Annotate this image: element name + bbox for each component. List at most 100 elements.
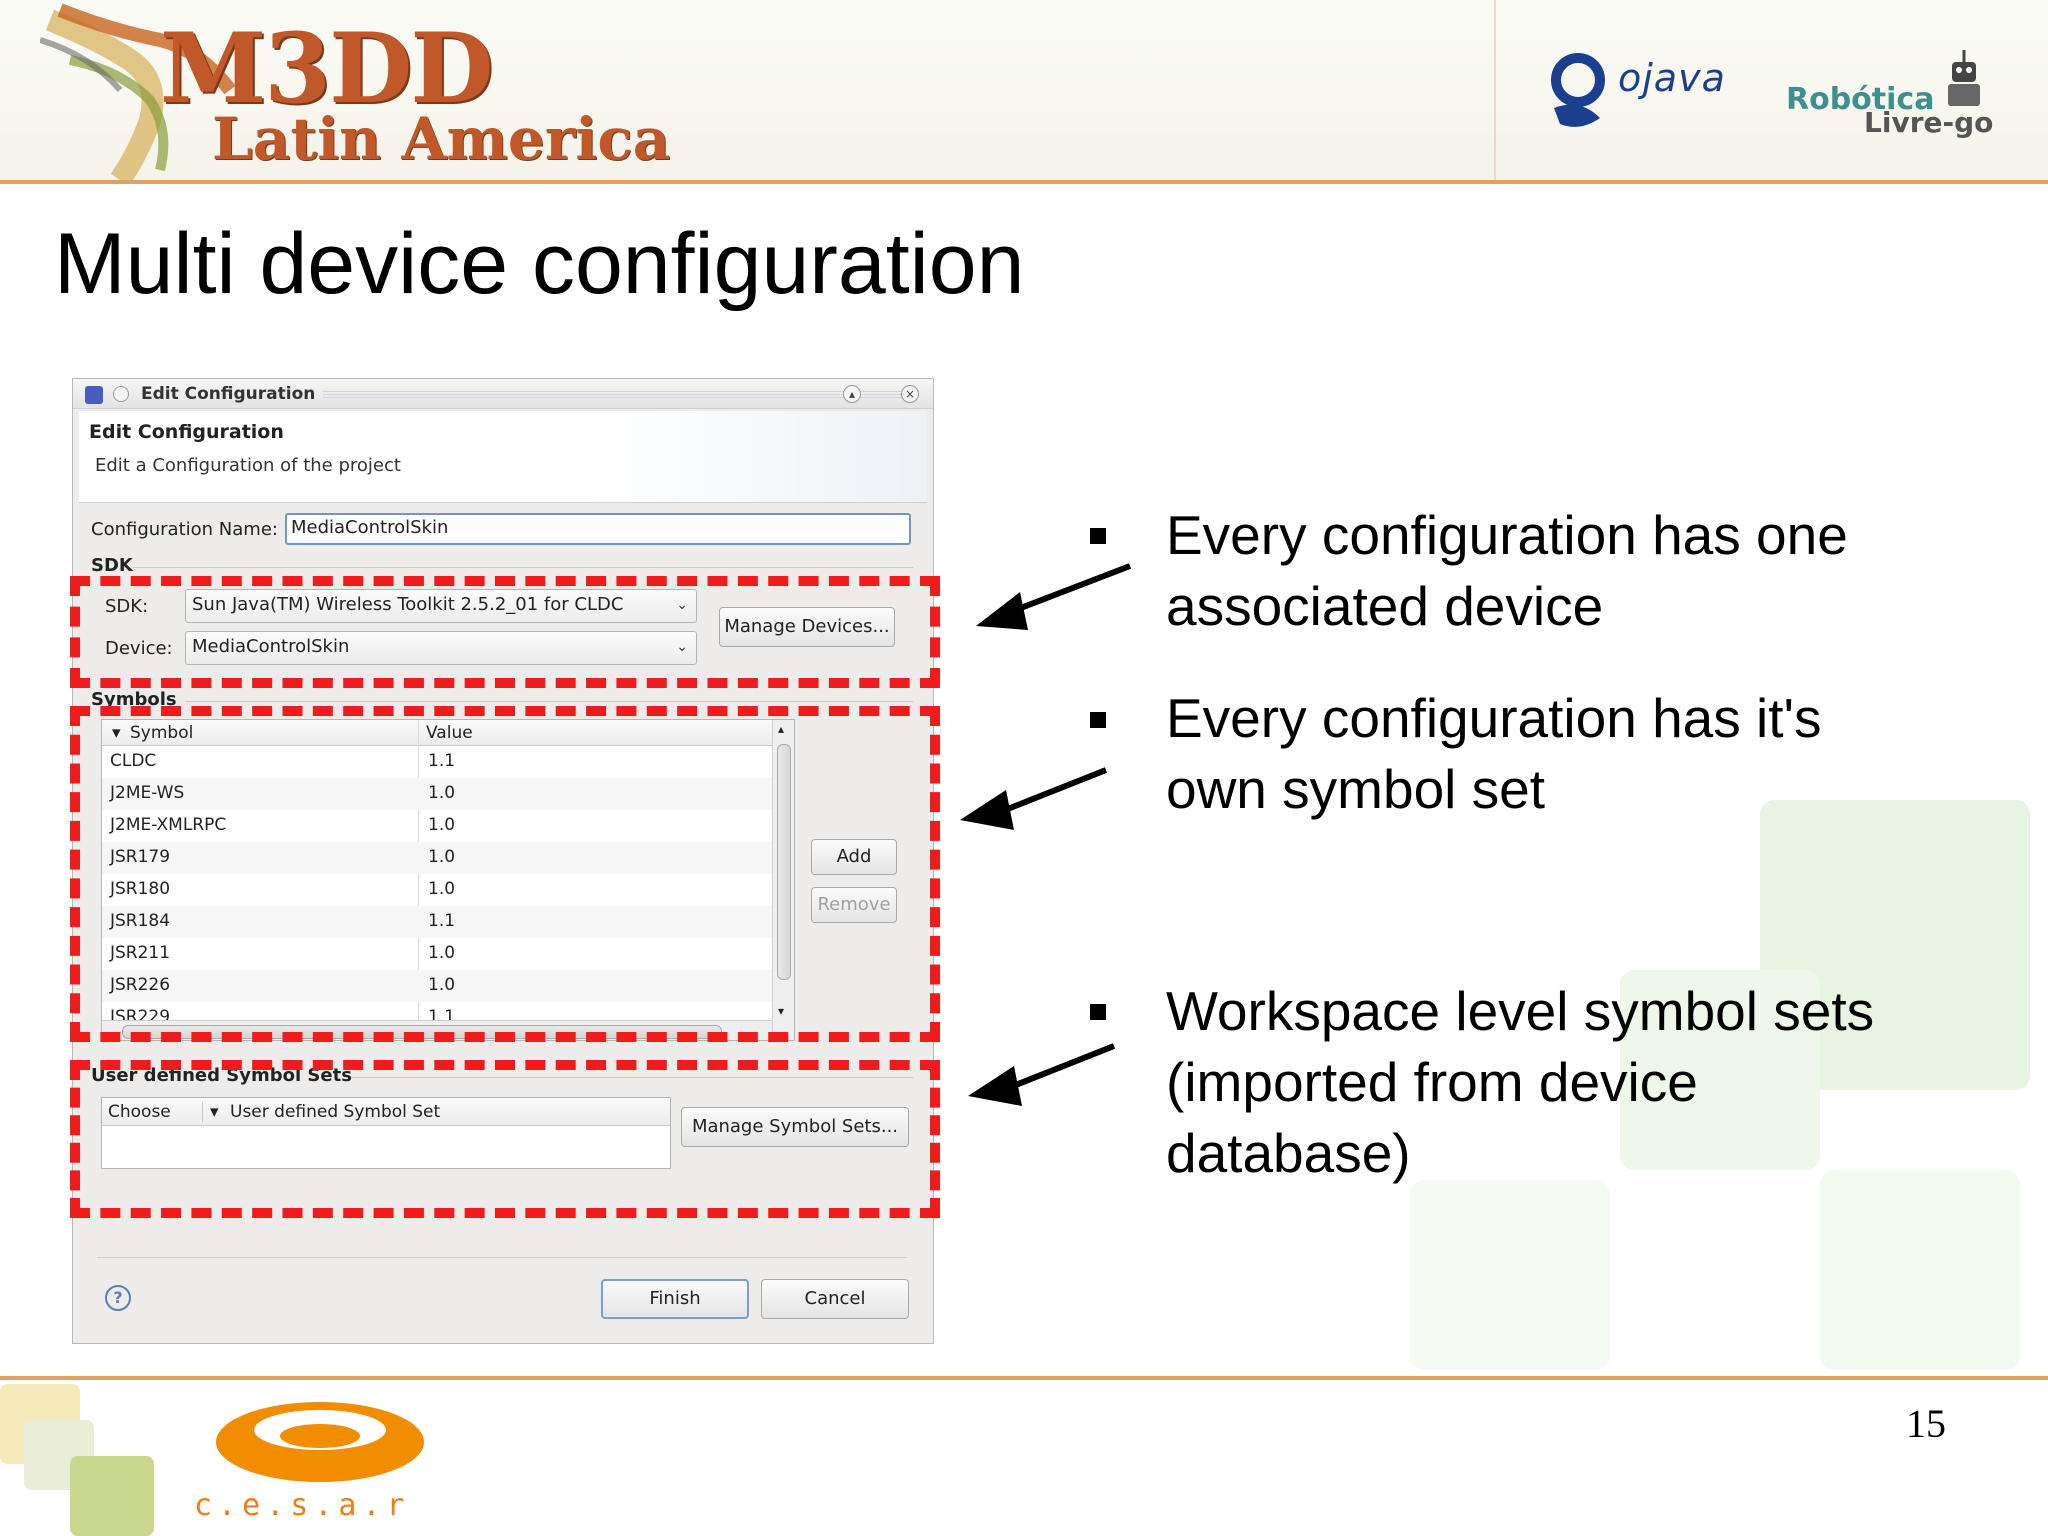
- symbols-group-label: Symbols: [91, 689, 177, 710]
- sdk-label: SDK:: [105, 596, 149, 617]
- choose-column-header[interactable]: Choose: [108, 1102, 171, 1122]
- chevron-down-icon: ⌄: [676, 597, 688, 613]
- dialog-titlebar[interactable]: Edit Configuration ▴ ×: [73, 379, 933, 409]
- bullet-mark: [1090, 528, 1106, 544]
- scroll-down-icon[interactable]: ▾: [778, 1004, 785, 1018]
- brush-stroke-icon: [40, 3, 236, 184]
- symbol-cell: JSR180: [110, 879, 171, 899]
- symbols-highlight-box: [70, 706, 940, 1042]
- user-symbol-sets-table[interactable]: Choose ▾ User defined Symbol Set: [101, 1097, 671, 1169]
- dialog-footer-divider: [97, 1257, 907, 1258]
- value-column-header[interactable]: Value: [426, 723, 473, 743]
- robotica-logo-text: Robótica: [1786, 82, 1935, 117]
- column-separator: [202, 1102, 203, 1122]
- symbol-cell: JSR179: [110, 847, 171, 867]
- value-cell: 1.0: [428, 943, 456, 963]
- user-sets-group-label: User defined Symbol Sets: [91, 1065, 352, 1086]
- table-row[interactable]: JSR211 1.0: [102, 938, 772, 970]
- table-row[interactable]: J2ME-XMLRPC 1.0: [102, 810, 772, 842]
- sort-icon[interactable]: ▾: [210, 1102, 219, 1122]
- bullet-2: Every configuration has it's own symbol …: [1166, 683, 1822, 825]
- value-cell: 1.0: [428, 783, 456, 803]
- bullet-1-line-1: Every configuration has one: [1166, 504, 1848, 566]
- config-name-field[interactable]: MediaControlSkin: [285, 513, 911, 545]
- decor-square: [1410, 1180, 1610, 1370]
- decor-square: [70, 1456, 154, 1536]
- chevron-down-icon: ⌄: [676, 639, 688, 655]
- symbol-cell: CLDC: [110, 751, 157, 771]
- bullet-1-line-2: associated device: [1166, 575, 1604, 637]
- value-cell: 1.0: [428, 815, 456, 835]
- symbol-cell: J2ME-XMLRPC: [110, 815, 227, 835]
- app-icon: [85, 386, 103, 404]
- slide-header: M3DD Latin America ojava Robótica Livre-…: [0, 0, 2048, 184]
- group-divider: [133, 567, 913, 568]
- symbol-cell: JSR226: [110, 975, 171, 995]
- arrow-icon: [960, 767, 1108, 830]
- sort-icon[interactable]: ▾: [112, 723, 121, 743]
- finish-button[interactable]: Finish: [601, 1279, 749, 1319]
- value-cell: 1.0: [428, 879, 456, 899]
- titlebar-grip: [323, 391, 903, 399]
- symbol-cell: J2ME-WS: [110, 783, 185, 803]
- group-divider: [185, 701, 913, 702]
- header-separator: [1494, 0, 1496, 180]
- remove-button[interactable]: Remove: [811, 887, 897, 923]
- group-divider: [351, 1077, 913, 1078]
- bullet-3: Workspace level symbol sets (imported fr…: [1166, 976, 1874, 1189]
- brand-subtitle: Latin America: [212, 105, 671, 173]
- decor-square: [1820, 1170, 2020, 1370]
- symbol-cell: JSR184: [110, 911, 171, 931]
- table-row[interactable]: J2ME-WS 1.0: [102, 778, 772, 810]
- scroll-thumb[interactable]: [777, 744, 791, 980]
- add-button[interactable]: Add: [811, 839, 897, 875]
- symbol-column-header[interactable]: Symbol: [130, 723, 194, 743]
- bullet-1: Every configuration has one associated d…: [1166, 500, 1848, 642]
- bullet-3-line-3: database): [1166, 1122, 1411, 1184]
- decor-square: [1620, 970, 1820, 1170]
- value-cell: 1.1: [428, 751, 456, 771]
- config-name-label: Configuration Name:: [91, 519, 278, 540]
- sdk-combo-value: Sun Java(TM) Wireless Toolkit 2.5.2_01 f…: [192, 594, 624, 615]
- table-row[interactable]: JSR226 1.0: [102, 970, 772, 1002]
- close-icon[interactable]: ×: [901, 385, 919, 403]
- banner-title: Edit Configuration: [89, 421, 284, 443]
- ojava-mark-icon: [1551, 53, 1605, 127]
- footer-rule: [0, 1376, 2048, 1380]
- device-combo[interactable]: MediaControlSkin ⌄: [185, 631, 697, 665]
- table-row[interactable]: JSR184 1.1: [102, 906, 772, 938]
- brand-title: M3DD: [160, 12, 494, 125]
- table-row[interactable]: JSR180 1.0: [102, 874, 772, 906]
- minimize-icon[interactable]: ▴: [843, 385, 861, 403]
- value-cell: 1.1: [428, 911, 456, 931]
- table-row[interactable]: JSR179 1.0: [102, 842, 772, 874]
- value-cell: 1.0: [428, 975, 456, 995]
- device-combo-value: MediaControlSkin: [192, 636, 350, 657]
- arrow-icon: [968, 1043, 1116, 1106]
- pin-icon[interactable]: [113, 386, 129, 402]
- user-set-column-header[interactable]: User defined Symbol Set: [230, 1102, 441, 1122]
- arrow-icon: [976, 563, 1132, 630]
- manage-devices-button[interactable]: Manage Devices...: [719, 607, 895, 647]
- symbol-cell: JSR211: [110, 943, 171, 963]
- banner-description: Edit a Configuration of the project: [95, 455, 401, 476]
- sdk-highlight-box: [70, 576, 940, 688]
- bullet-mark: [1090, 1004, 1106, 1020]
- table-row[interactable]: CLDC 1.1: [102, 746, 772, 778]
- dialog-title: Edit Configuration: [141, 384, 316, 404]
- scroll-up-icon[interactable]: ▴: [778, 722, 785, 736]
- sdk-combo[interactable]: Sun Java(TM) Wireless Toolkit 2.5.2_01 f…: [185, 589, 697, 623]
- livre-go-logo-text: Livre-go: [1864, 106, 1994, 139]
- cesar-logo-text: c.e.s.a.r: [194, 1488, 411, 1523]
- manage-symbol-sets-button[interactable]: Manage Symbol Sets...: [681, 1107, 909, 1147]
- header-rule: [0, 180, 2048, 184]
- bullet-2-line-1: Every configuration has it's: [1166, 687, 1822, 749]
- user-sets-highlight-box: [70, 1060, 940, 1218]
- column-separator: [418, 720, 419, 1040]
- bullet-3-line-1: Workspace level symbol sets: [1166, 980, 1875, 1042]
- help-icon[interactable]: ?: [105, 1285, 131, 1311]
- vertical-scrollbar[interactable]: ▴ ▾: [772, 720, 794, 1040]
- cancel-button[interactable]: Cancel: [761, 1279, 909, 1319]
- bullet-2-line-2: own symbol set: [1166, 758, 1546, 820]
- bullet-mark: [1090, 712, 1106, 728]
